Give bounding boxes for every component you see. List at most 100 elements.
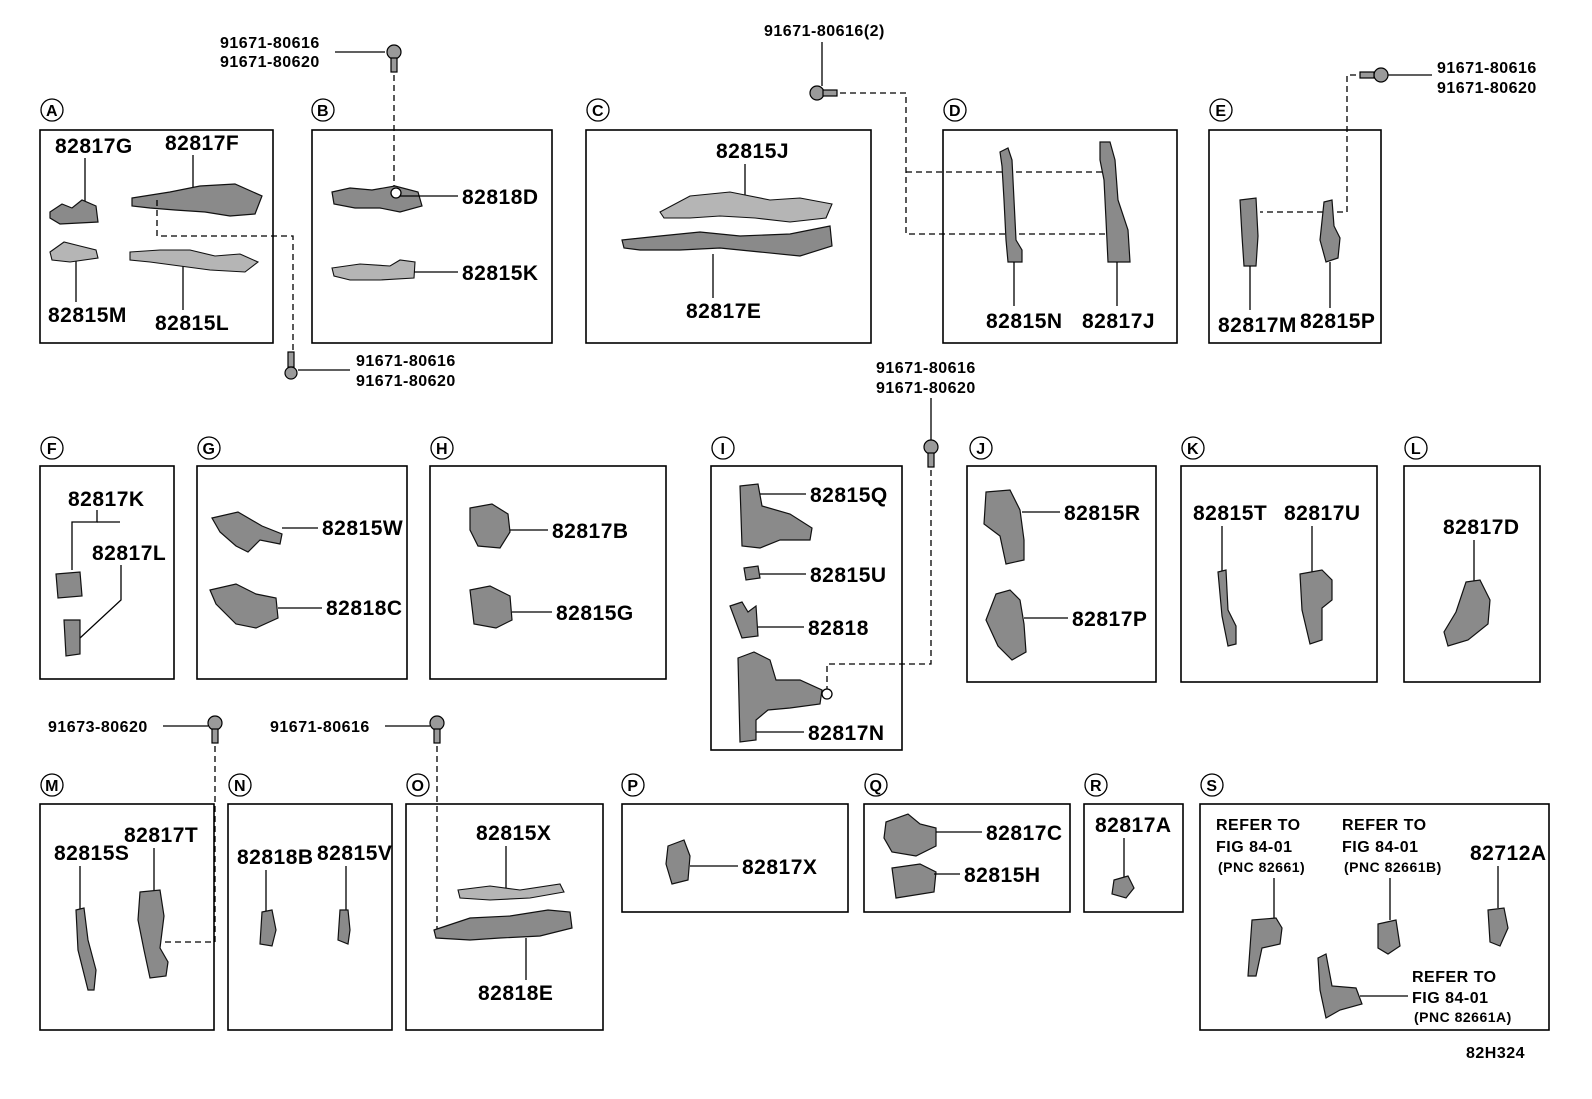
part-label[interactable]: 82815N — [986, 310, 1063, 333]
section-p: P 82817X — [621, 773, 849, 913]
section-n: N 82818B 82815V — [227, 773, 393, 1031]
part-label[interactable]: 82817G — [55, 135, 133, 158]
part-label[interactable]: 82818 — [808, 617, 869, 640]
part-label[interactable]: 82818B — [237, 846, 314, 869]
section-s-box — [1199, 803, 1550, 1031]
fastener-number[interactable]: 91671-80620 — [876, 380, 976, 397]
part-label[interactable]: 82815T — [1193, 502, 1267, 525]
part-label[interactable]: 82815U — [810, 564, 887, 587]
bolt-icon[interactable] — [429, 715, 445, 731]
part-label[interactable]: 82817C — [986, 822, 1063, 845]
clip-part — [259, 909, 277, 947]
part-label[interactable]: 82817J — [1082, 310, 1155, 333]
part-label[interactable]: 82817P — [1072, 608, 1147, 631]
section-l-box — [1403, 465, 1541, 683]
part-label[interactable]: 82815X — [476, 822, 551, 845]
part-label[interactable]: 82815G — [556, 602, 634, 625]
part-label[interactable]: 82817A — [1095, 814, 1172, 837]
bracket-part — [1317, 953, 1363, 1019]
clip-part — [55, 571, 83, 599]
section-j: J 82815R 82817P — [966, 436, 1157, 683]
part-label[interactable]: 82815M — [48, 304, 127, 327]
bolt-icon[interactable] — [284, 366, 298, 380]
part-label[interactable]: 82818E — [478, 982, 553, 1005]
bracket-part — [469, 503, 511, 549]
bracket-part — [457, 883, 565, 901]
section-o-box — [405, 803, 604, 1031]
fastener-number[interactable]: 91673-80620 — [48, 719, 148, 736]
fastener-number[interactable]: 91671-80616 — [356, 353, 456, 370]
section-q: Q 82817C 82815H — [863, 773, 1071, 913]
part-label[interactable]: 82815L — [155, 312, 229, 335]
section-q-marker — [864, 773, 888, 797]
section-p-letter: P — [627, 778, 638, 795]
part-label[interactable]: 82817N — [808, 722, 885, 745]
fastener-number[interactable]: 91671-80616 — [1437, 60, 1537, 77]
fastener-number[interactable]: 91671-80620 — [1437, 80, 1537, 97]
part-label[interactable]: 82815H — [964, 864, 1041, 887]
bracket-part — [1217, 569, 1237, 647]
section-i-letter: I — [721, 441, 726, 458]
fastener-number[interactable]: 91671-80620 — [356, 373, 456, 390]
part-label[interactable]: 82815Q — [810, 484, 888, 507]
part-label[interactable]: 82817U — [1284, 502, 1361, 525]
fastener-number[interactable]: 91671-80620 — [220, 54, 320, 71]
part-label[interactable]: 82815P — [1300, 310, 1375, 333]
part-label[interactable]: 82815R — [1064, 502, 1141, 525]
bracket-part — [211, 511, 283, 553]
part-label[interactable]: 82817B — [552, 520, 629, 543]
part-label[interactable]: 82817E — [686, 300, 761, 323]
part-label[interactable]: 82817X — [742, 856, 817, 879]
bracket-part — [433, 909, 573, 941]
part-label[interactable]: 82815J — [716, 140, 789, 163]
part-label[interactable]: 82817L — [92, 542, 166, 565]
section-d-box — [942, 129, 1178, 344]
part-label[interactable]: 82817D — [1443, 516, 1520, 539]
section-h-letter: H — [436, 441, 448, 458]
fastener-number[interactable]: 91671-80616(2) — [764, 23, 885, 40]
part-label[interactable]: 82817F — [165, 132, 239, 155]
section-l-letter: L — [1411, 441, 1421, 458]
bracket-part — [621, 225, 833, 257]
bolt-icon[interactable] — [1373, 67, 1389, 83]
fastener-number[interactable]: 91671-80616 — [220, 35, 320, 52]
section-o: O 82815X 82818E — [405, 773, 604, 1031]
bracket-part — [49, 241, 99, 263]
part-label[interactable]: 82815S — [54, 842, 129, 865]
section-d-marker — [943, 98, 967, 122]
bolt-icon[interactable] — [207, 715, 223, 731]
bracket-part — [1319, 199, 1341, 263]
part-label[interactable]: 82818C — [326, 597, 403, 620]
bracket-part — [1247, 917, 1283, 977]
fastener-number[interactable]: 91671-80616 — [270, 719, 370, 736]
bracket-part — [1099, 141, 1131, 263]
part-label[interactable]: 82817T — [124, 824, 198, 847]
section-c: C 82815J 82817E — [585, 98, 872, 344]
part-label[interactable]: 82817K — [68, 488, 145, 511]
fastener-number[interactable]: 91671-80616 — [876, 360, 976, 377]
bracket-part — [49, 199, 99, 225]
section-m-box — [39, 803, 215, 1031]
bolt-icon[interactable] — [923, 439, 939, 455]
part-label[interactable]: 82815V — [317, 842, 392, 865]
part-label[interactable]: 82815W — [322, 517, 403, 540]
bracket-part — [137, 889, 169, 979]
part-label[interactable]: 82818D — [462, 186, 539, 209]
section-i-marker — [711, 436, 735, 460]
section-l: L 82817D — [1403, 436, 1541, 683]
part-label[interactable]: 82815K — [462, 262, 539, 285]
section-s: S REFER TO FIG 84-01 (PNC 82661) REFER T… — [1199, 773, 1550, 1031]
bracket-part — [985, 589, 1027, 661]
bolt-icon[interactable] — [386, 44, 402, 60]
part-label[interactable]: 82817M — [1218, 314, 1297, 337]
section-d-letter: D — [949, 103, 961, 120]
part-label[interactable]: 82712A — [1470, 842, 1547, 865]
bracket-part — [1299, 569, 1333, 645]
reference-note: (PNC 82661B) — [1344, 859, 1442, 875]
section-f-box — [39, 465, 175, 680]
clip-part — [743, 565, 761, 581]
fastener-i-top: 91671-80616 91671-80620 — [826, 360, 976, 690]
fastener-top-e: 91671-80616 91671-80620 — [1260, 60, 1537, 213]
section-g-marker — [197, 436, 221, 460]
bolt-icon[interactable] — [809, 85, 825, 101]
